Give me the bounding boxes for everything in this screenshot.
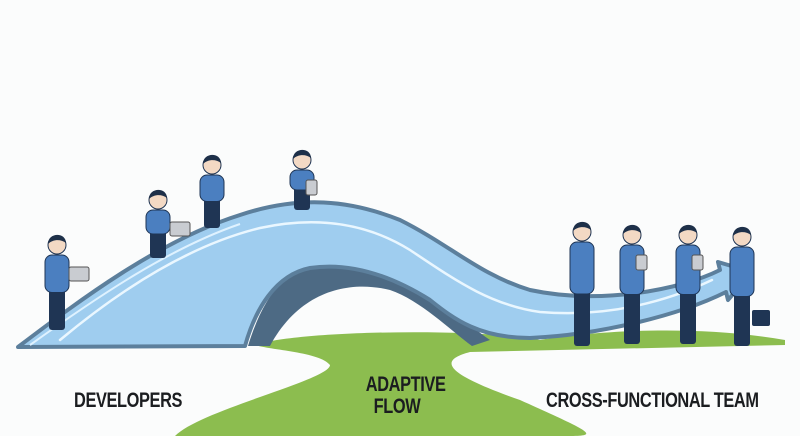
person-figure xyxy=(569,221,595,346)
tablet-icon xyxy=(635,254,648,271)
person-figure xyxy=(675,224,704,344)
person-figure xyxy=(619,224,648,344)
person-figure xyxy=(289,149,318,210)
developers-label: DEVELOPERS xyxy=(74,389,183,412)
tablet-icon xyxy=(305,179,318,196)
laptop-icon xyxy=(68,266,90,282)
person-figure xyxy=(44,234,90,330)
adaptive-flow-line2: FLOW xyxy=(373,395,421,418)
laptop-icon xyxy=(169,221,191,237)
grass-ground xyxy=(175,330,785,436)
tablet-icon xyxy=(691,254,704,271)
adaptive-flow-label: ADAPTIVE FLOW xyxy=(365,373,446,418)
flow-arrow-bridge xyxy=(16,200,754,349)
person-figure xyxy=(199,154,225,228)
adaptive-flow-line1: ADAPTIVE xyxy=(365,373,446,396)
cross-functional-team-label: CROSS-FUNCTIONAL TEAM xyxy=(546,389,759,412)
briefcase-icon xyxy=(752,310,770,326)
people-group xyxy=(44,149,770,346)
person-figure xyxy=(145,189,191,258)
person-figure xyxy=(729,226,770,346)
